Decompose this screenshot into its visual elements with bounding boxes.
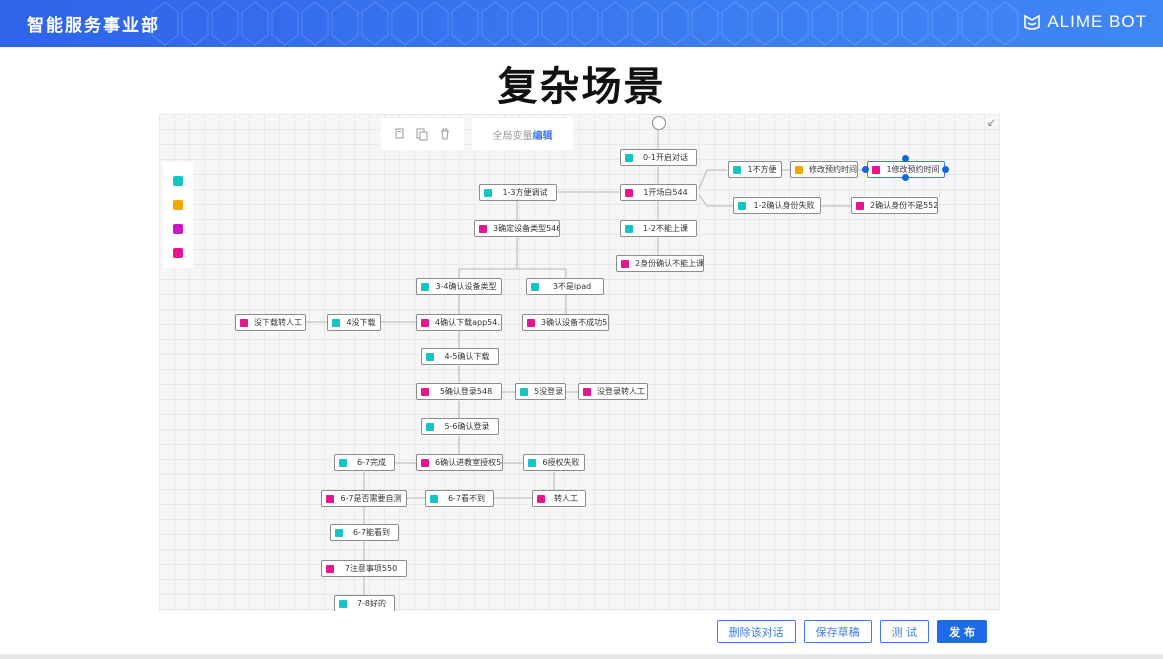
node-type-icon — [733, 165, 741, 174]
flow-node[interactable]: 5确认登录548 — [416, 383, 502, 400]
handle-bottom[interactable] — [902, 174, 909, 181]
flow-node[interactable]: 7-8好的 — [334, 595, 395, 611]
node-type-icon — [531, 282, 539, 291]
collapse-icon[interactable]: ↙ — [986, 116, 996, 129]
node-type-icon — [484, 188, 492, 197]
node-type-icon — [527, 318, 535, 327]
start-node[interactable] — [652, 116, 666, 130]
flow-node[interactable]: 2确认身份不是552 — [851, 197, 938, 214]
global-variables-label: 全局变量 — [492, 130, 533, 142]
flow-node[interactable]: 6-7是否需要自测 — [321, 490, 407, 507]
flow-node[interactable]: 4没下载 — [327, 314, 381, 331]
node-type-icon — [872, 165, 880, 174]
node-type-icon — [795, 165, 803, 174]
flow-node[interactable]: 6确认进教室授权54... — [416, 454, 503, 471]
flow-node[interactable]: 6-7能看到 — [330, 524, 399, 541]
node-type-icon — [738, 201, 746, 210]
flow-node[interactable]: 3确定设备类型546 — [474, 220, 560, 237]
flow-node[interactable]: 4确认下载app54... — [416, 314, 502, 331]
paste-icon[interactable] — [415, 127, 429, 141]
slide-title: 复杂场景 — [497, 64, 666, 110]
save-draft-button[interactable]: 保存草稿 — [803, 620, 872, 643]
node-type-icon — [240, 318, 248, 327]
node-type-icon — [335, 528, 343, 537]
bot-icon — [1024, 14, 1041, 30]
department-name: 智能服务事业部 — [27, 16, 160, 36]
node-type-icon — [421, 282, 429, 291]
delete-dialog-button[interactable]: 删除该对话 — [716, 620, 796, 643]
node-type-icon — [528, 458, 536, 467]
edit-variables-link[interactable]: 编辑 — [532, 130, 553, 142]
flow-node[interactable]: 1-2不能上课 — [620, 220, 697, 237]
flow-node[interactable]: 0-1开启对话 — [620, 149, 697, 166]
header-banner: 智能服务事业部 ALIME BOT — [0, 0, 1163, 47]
node-type-icon — [621, 259, 629, 268]
node-type-icon — [537, 494, 545, 503]
node-type-icon — [421, 387, 429, 396]
handle-right[interactable] — [942, 166, 949, 173]
flow-node[interactable]: 5-6确认登录 — [421, 418, 499, 435]
node-type-icon — [339, 458, 347, 467]
node-type-icon — [856, 201, 864, 210]
palette-item-teal[interactable] — [173, 176, 183, 186]
flow-node[interactable]: 没下载转人工 — [235, 314, 306, 331]
palette-item-yellow[interactable] — [173, 200, 183, 210]
node-type-icon — [426, 422, 434, 431]
flow-node[interactable]: 2身份确认不能上课5... — [616, 255, 704, 272]
flow-node[interactable]: 6-7看不到 — [425, 490, 494, 507]
flow-node[interactable]: 1开场白544 — [620, 184, 697, 201]
palette-item-pink[interactable] — [173, 248, 183, 258]
flow-node[interactable]: 转人工 — [532, 490, 586, 507]
node-type-icon — [339, 599, 347, 608]
flow-node[interactable]: 修改预约时间 — [790, 161, 858, 178]
flow-node[interactable]: 没登录转人工 — [578, 383, 648, 400]
alime-bot-logo: ALIME BOT — [1022, 12, 1147, 32]
flow-node[interactable]: 6-7完成 — [334, 454, 395, 471]
palette-item-purple[interactable] — [173, 224, 183, 234]
flow-node[interactable]: 7注意事项550 — [321, 560, 407, 577]
node-type-icon — [625, 188, 633, 197]
node-type-icon — [583, 387, 591, 396]
handle-top[interactable] — [902, 155, 909, 162]
node-type-icon — [421, 458, 429, 467]
flow-canvas[interactable]: 全局变量 编辑 ↙ — [159, 114, 1000, 611]
flow-node[interactable]: 3确认设备不成功55... — [522, 314, 609, 331]
footer-divider — [0, 654, 1163, 659]
node-type-icon — [326, 494, 334, 503]
node-type-icon — [326, 564, 334, 573]
node-type-icon — [520, 387, 528, 396]
hexagon-pattern — [150, 0, 1020, 47]
flow-node[interactable]: 6授权失败 — [523, 454, 585, 471]
node-type-icon — [332, 318, 340, 327]
flow-node[interactable]: 1-2确认身份失败 — [733, 197, 821, 214]
node-palette — [163, 162, 193, 268]
test-button[interactable]: 测 试 — [879, 620, 930, 643]
node-type-icon — [421, 318, 429, 327]
node-type-icon — [625, 224, 633, 233]
publish-button[interactable]: 发 布 — [937, 620, 987, 643]
node-type-icon — [426, 352, 434, 361]
node-type-icon — [479, 224, 487, 233]
handle-left[interactable] — [862, 166, 869, 173]
canvas-toolbar — [381, 118, 464, 150]
global-variables: 全局变量 编辑 — [472, 118, 573, 150]
flow-node[interactable]: 1-3方便调试 — [479, 184, 557, 201]
flow-node[interactable]: 4-5确认下载 — [421, 348, 499, 365]
flow-node[interactable]: 3-4确认设备类型 — [416, 278, 502, 295]
node-type-icon — [430, 494, 438, 503]
flow-node[interactable]: 3不是ipad — [526, 278, 604, 295]
trash-icon[interactable] — [438, 127, 452, 141]
action-buttons: 删除该对话 保存草稿 测 试 发 布 — [716, 620, 987, 643]
node-type-icon — [625, 153, 633, 162]
flow-edges — [306, 129, 867, 595]
flow-node[interactable]: 5没登录 — [515, 383, 566, 400]
copy-icon[interactable] — [393, 127, 407, 141]
logo-text: ALIME BOT — [1047, 12, 1147, 31]
flow-node[interactable]: 1不方便 — [728, 161, 782, 178]
